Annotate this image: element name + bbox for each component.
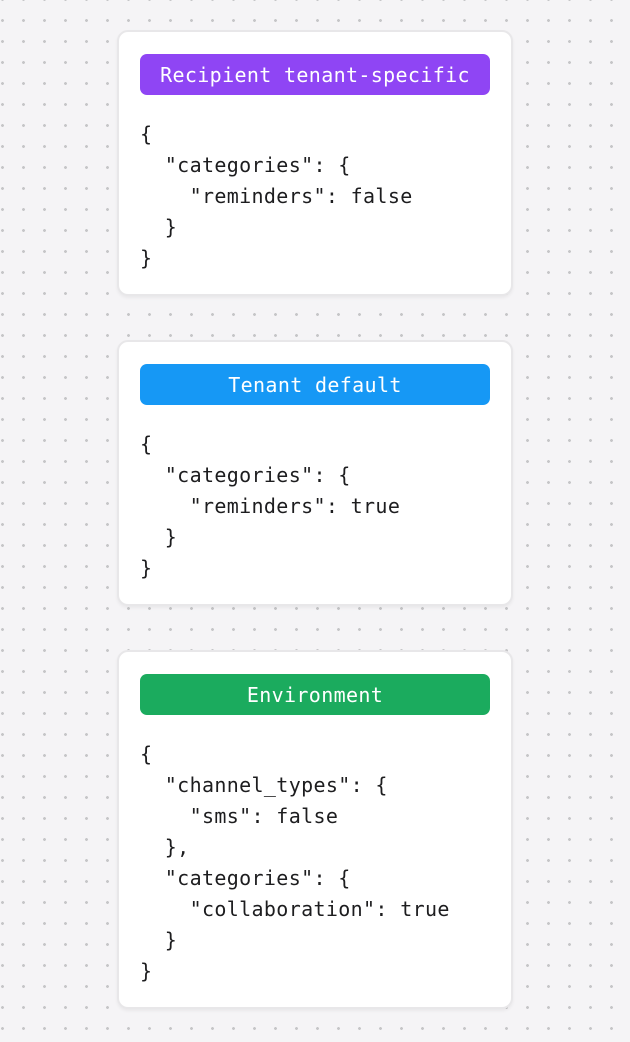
badge-environment: Environment	[140, 674, 490, 715]
card-environment: Environment { "channel_types": { "sms": …	[117, 650, 513, 1009]
badge-tenant-default: Tenant default	[140, 364, 490, 405]
json-code-tenant-default: { "categories": { "reminders": true } }	[140, 432, 401, 580]
badge-recipient-tenant-specific: Recipient tenant-specific	[140, 54, 490, 95]
preference-cascade-diagram: Recipient tenant-specific { "categories"…	[117, 30, 513, 1009]
json-code-recipient-tenant-specific: { "categories": { "reminders": false } }	[140, 122, 413, 270]
json-code-environment: { "channel_types": { "sms": false }, "ca…	[140, 742, 450, 983]
card-recipient-tenant-specific: Recipient tenant-specific { "categories"…	[117, 30, 513, 296]
card-tenant-default: Tenant default { "categories": { "remind…	[117, 340, 513, 606]
